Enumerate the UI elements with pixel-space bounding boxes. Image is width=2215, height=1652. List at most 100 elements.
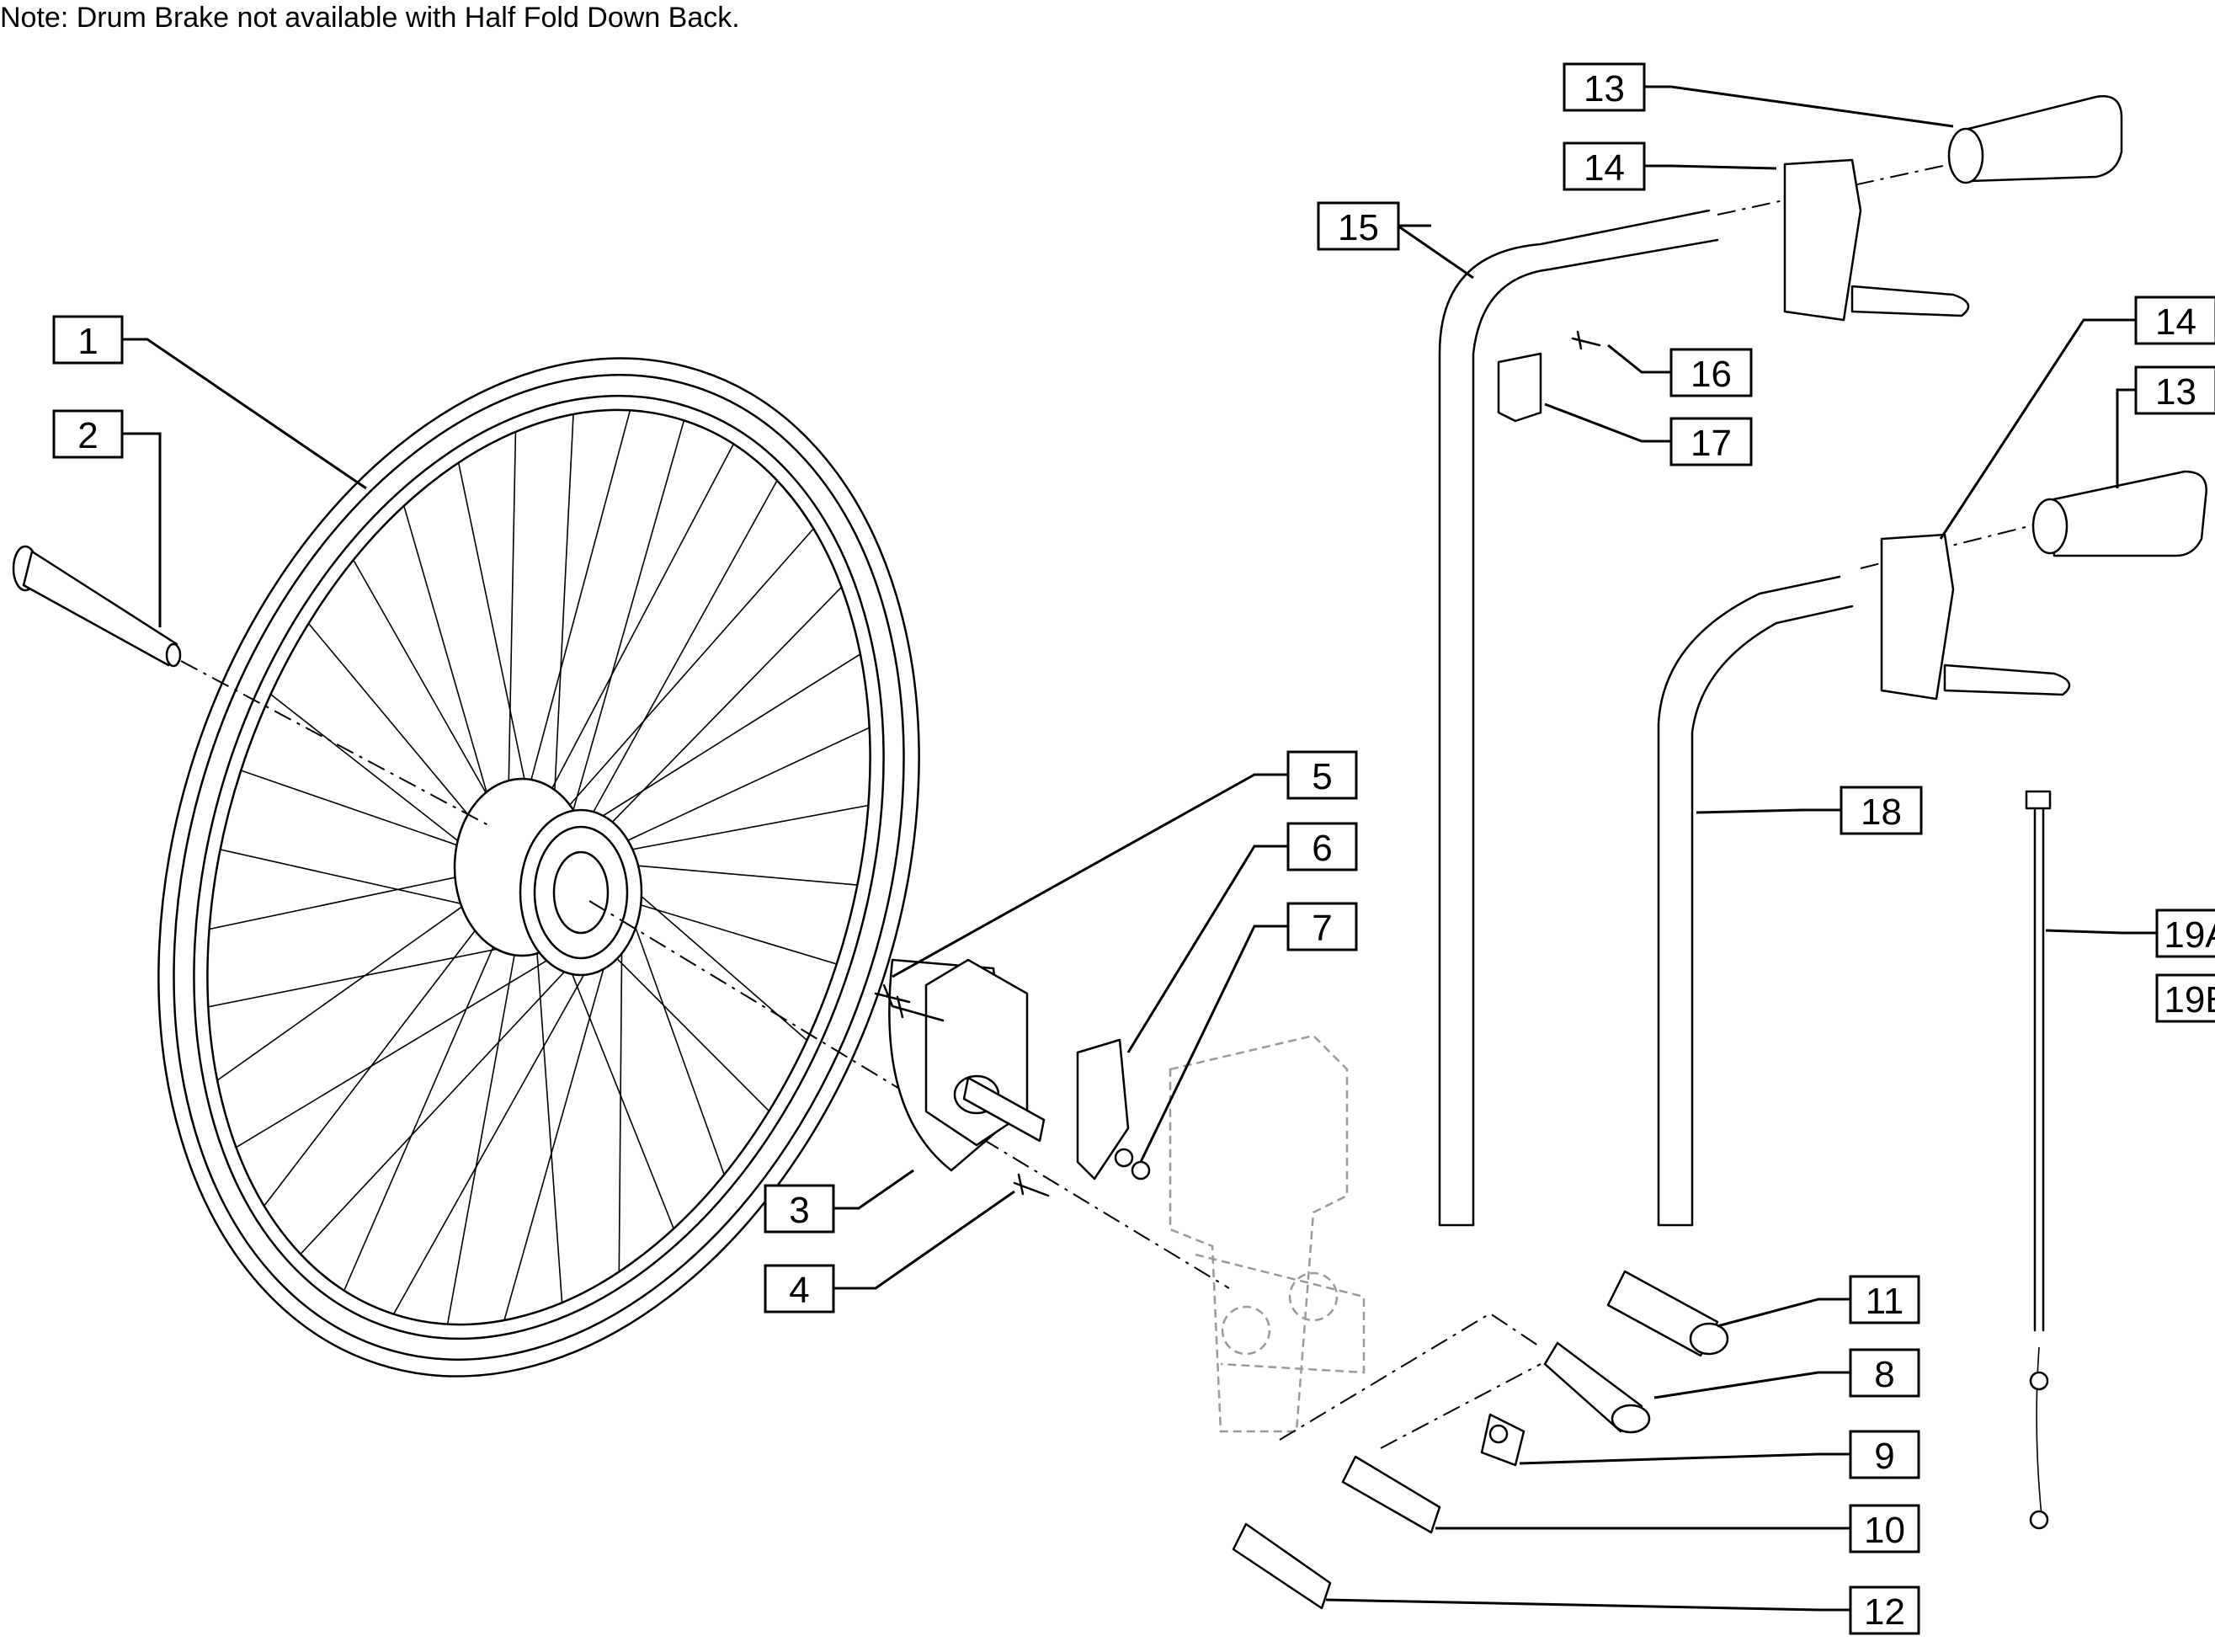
callout-box (1849, 1504, 1920, 1553)
wheel-spoke (567, 420, 685, 828)
callout-3: 3 (764, 1184, 835, 1234)
callout-box (52, 315, 124, 365)
callout-box (2155, 973, 2215, 1023)
callout-15: 15 (1317, 201, 1400, 251)
callout-11: 11 (1849, 1275, 1920, 1324)
wheel-spoke (216, 896, 477, 1081)
callout-number: 13 (2155, 371, 2196, 413)
wheel-spoke (567, 653, 861, 839)
callout-box (1840, 786, 1923, 835)
callout-number: 2 (77, 415, 98, 456)
callout-number: 19A (2164, 914, 2215, 956)
callout-box (1669, 348, 1753, 397)
callout-box (1286, 750, 1358, 800)
rear-wheel (157, 357, 920, 1378)
callout-box (1669, 417, 1753, 466)
wheel-spoke (403, 505, 493, 813)
spacer-10 (1341, 1455, 1441, 1534)
callout-number: 12 (1864, 1591, 1905, 1633)
callout-14b: 14 (2134, 296, 2215, 345)
callout-17: 17 (1669, 417, 1753, 466)
push-handle-tube (1438, 159, 1971, 1227)
callout-number: 4 (789, 1270, 809, 1311)
bracket-17 (1497, 352, 1542, 423)
callout-number: 1 (77, 321, 98, 362)
wheel-spoke (307, 622, 482, 830)
wheel-spoke (343, 928, 503, 1291)
wheel-spoke (616, 727, 870, 846)
callout-14a: 14 (1563, 141, 1646, 191)
callout-7: 7 (1286, 902, 1358, 951)
callout-number: 10 (1864, 1510, 1905, 1551)
wheel-spoke (507, 431, 517, 802)
callout-number: 16 (1691, 354, 1732, 395)
brake-cable (2025, 790, 2052, 1530)
callout-box (1286, 902, 1358, 951)
callout-box (1317, 201, 1400, 251)
callout-number: 5 (1312, 756, 1332, 797)
brake-lever-14a (1783, 158, 1970, 322)
callout-1: 1 (52, 315, 124, 365)
leader-lines (122, 85, 2157, 1612)
callout-number: 17 (1691, 423, 1732, 464)
screw-16 (1571, 330, 1601, 350)
callout-19b: 19B (2155, 973, 2215, 1023)
wheel-spoke (446, 934, 519, 1324)
callout-8: 8 (1849, 1348, 1920, 1398)
callout-6: 6 (1286, 822, 1358, 871)
callout-box (2134, 296, 2215, 345)
bushing-9 (1480, 1413, 1525, 1467)
callout-12: 12 (1849, 1585, 1920, 1635)
callout-4: 4 (764, 1264, 835, 1314)
wheel-spoke (524, 410, 631, 801)
wheel-spoke (240, 770, 474, 851)
callout-box (1849, 1275, 1920, 1324)
callout-box (1849, 1585, 1920, 1635)
callout-number: 7 (1312, 908, 1332, 949)
callout-2: 2 (52, 409, 124, 459)
callout-box (2134, 365, 2215, 415)
callout-box (764, 1184, 835, 1234)
wheel-spoke (556, 528, 814, 820)
callout-10: 10 (1849, 1504, 1920, 1553)
callout-number: 8 (1874, 1354, 1894, 1395)
callout-16: 16 (1669, 348, 1753, 397)
spacer-11 (1606, 1270, 1729, 1357)
wheel-spoke (618, 931, 623, 1272)
spacer-8 (1543, 1341, 1651, 1434)
brake-lever-14b (1880, 533, 2071, 701)
callout-19a: 19A (2155, 909, 2215, 958)
callout-5: 5 (1286, 750, 1358, 800)
wheel-spoke (542, 443, 734, 807)
wheel-spoke (629, 910, 725, 1175)
callout-number: 11 (1866, 1281, 1904, 1322)
quick-release-axle (12, 545, 489, 826)
callout-number: 15 (1338, 207, 1379, 248)
callout-box (1563, 62, 1646, 112)
frame-socket-ghost (1169, 1034, 1541, 1449)
wheel-spoke (236, 952, 560, 1148)
callout-box (1286, 822, 1358, 871)
callout-number: 9 (1874, 1436, 1894, 1477)
push-handle-tube-18 (1657, 521, 2047, 1227)
callout-number: 13 (1584, 68, 1625, 109)
callout-box (52, 409, 124, 459)
wheel-spoke (503, 947, 610, 1321)
spacer-12 (1232, 1522, 1332, 1610)
wheel-spoke (208, 939, 546, 1008)
wheel-spoke (585, 480, 778, 826)
drum-brake-assembly (874, 958, 1151, 1197)
wheel-spoke (535, 931, 563, 1303)
wheel-spoke (551, 413, 574, 837)
wheel-spoke (209, 873, 472, 930)
callout-number: 3 (789, 1190, 809, 1231)
callout-13b: 13 (2134, 365, 2215, 415)
hand-grip-13b (2031, 470, 2207, 557)
callout-box (1563, 141, 1646, 191)
callout-number: 6 (1312, 828, 1332, 869)
callout-box (2155, 909, 2215, 958)
hand-grip-13a (1947, 95, 2123, 184)
callout-number: 14 (2155, 301, 2196, 343)
callout-box (1849, 1430, 1920, 1479)
